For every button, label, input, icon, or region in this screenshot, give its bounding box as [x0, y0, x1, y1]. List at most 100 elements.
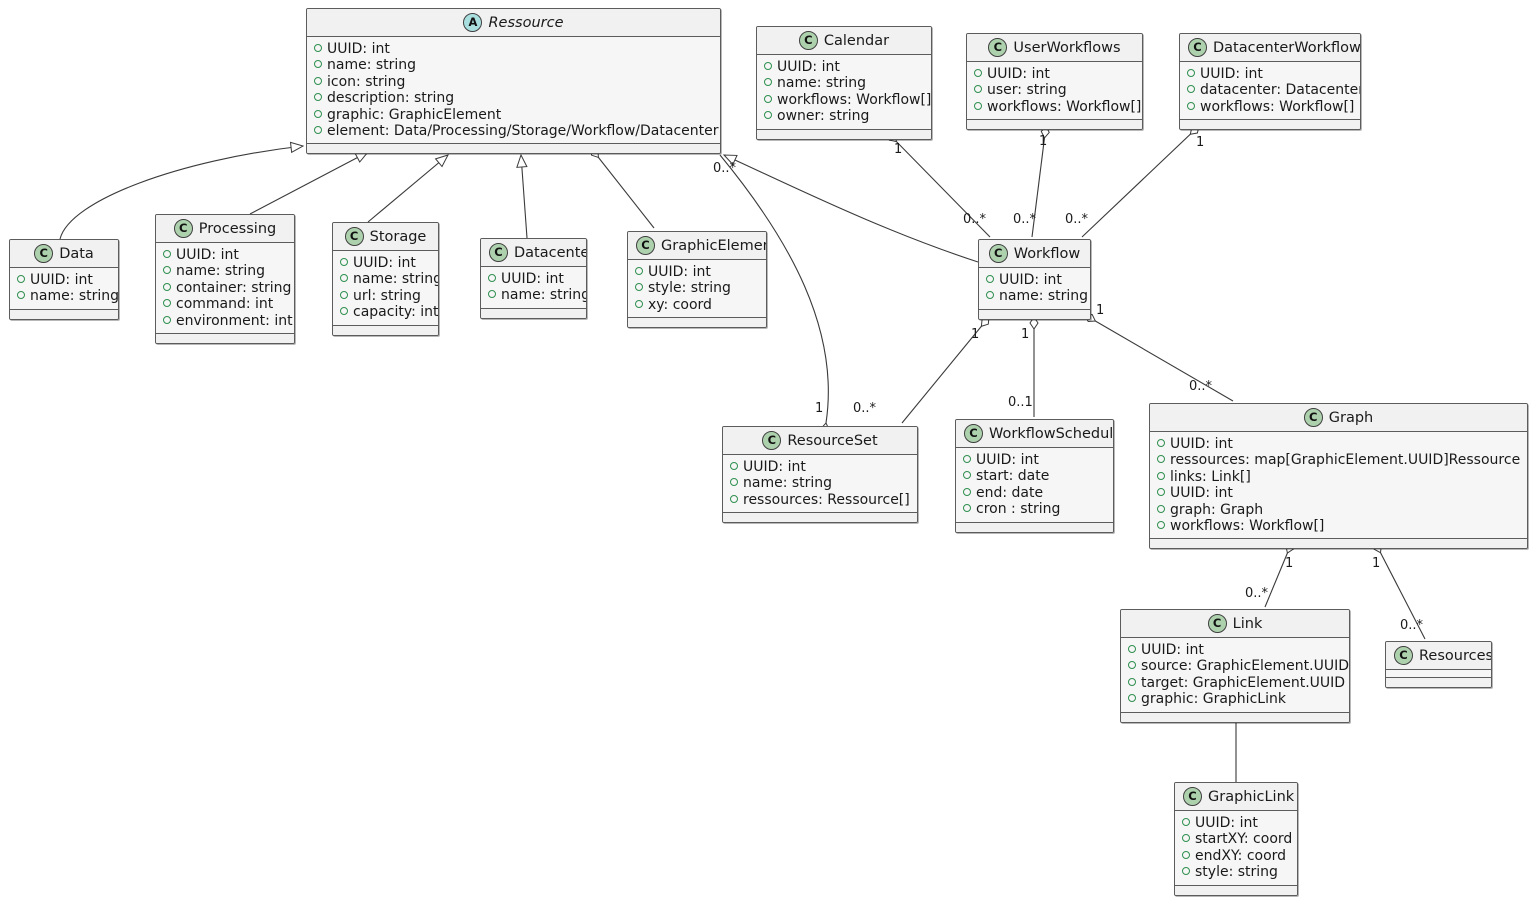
class-icon: C [636, 236, 655, 255]
visibility-public-icon [314, 109, 322, 118]
multiplicity-label: 0..* [1189, 379, 1213, 394]
visibility-public-icon [314, 93, 322, 102]
visibility-public-icon [1128, 645, 1136, 653]
class-methods [156, 334, 294, 344]
class-name: ResourceSet [787, 432, 878, 449]
attribute-label: user: string [987, 82, 1067, 99]
class-attribute: workflows: Workflow[] [764, 92, 931, 108]
attribute-label: description: string [327, 90, 455, 107]
visibility-public-icon [488, 290, 496, 299]
class-icon: C [988, 244, 1008, 263]
attribute-label: environment: int [176, 312, 293, 329]
class-methods [979, 309, 1090, 319]
visibility-public-icon [1182, 834, 1190, 843]
class-attribute: url: string [340, 288, 432, 304]
visibility-public-icon [1187, 85, 1195, 94]
attribute-label: end: date [976, 484, 1044, 501]
class-name: Graph [1328, 409, 1374, 426]
visibility-public-icon [1157, 488, 1165, 497]
class-attribute: UUID: int [963, 452, 1107, 468]
attribute-label: workflows: Workflow[] [1200, 98, 1355, 115]
class-name: Link [1232, 615, 1263, 632]
multiplicity-label: 0..* [1245, 586, 1269, 601]
class-attribute: endXY: coord [1182, 848, 1291, 864]
attribute-label: UUID: int [1170, 436, 1233, 452]
class-attribute: end: date [963, 485, 1107, 501]
visibility-public-icon [340, 307, 348, 316]
class-name: Workflow [1013, 245, 1081, 262]
attribute-label: graphic: GraphicElement [327, 106, 502, 123]
attribute-label: name: string [777, 75, 867, 92]
visibility-public-icon [974, 85, 982, 94]
class-attribute: UUID: int [1128, 642, 1343, 658]
visibility-public-icon [1182, 818, 1190, 826]
class-attribute: workflows: Workflow[] [1187, 99, 1354, 115]
edge-datacenter-ressource [516, 153, 528, 239]
attribute-label: UUID: int [648, 264, 711, 280]
visibility-public-icon [163, 266, 171, 275]
class-attribute: datacenter: Datacenter [1187, 82, 1360, 98]
attribute-label: datacenter: Datacenter [1200, 82, 1361, 99]
attribute-label: style: string [648, 280, 731, 297]
class-icon: C [1183, 787, 1202, 806]
class-methods [723, 513, 917, 523]
attribute-label: UUID: int [976, 452, 1039, 468]
class-name: WorkflowSchedule [989, 425, 1114, 442]
class-attribute: icon: string [314, 74, 714, 90]
class-methods [481, 308, 586, 318]
class-icon: C [34, 244, 54, 263]
attribute-label: UUID: int [501, 271, 564, 287]
abstract-class-icon: A [463, 13, 483, 32]
attribute-label: endXY: coord [1195, 847, 1287, 864]
visibility-public-icon [986, 291, 994, 300]
visibility-public-icon [163, 282, 171, 291]
edge-ressource-graphicelement [590, 147, 655, 229]
class-attribute: style: string [635, 280, 760, 296]
class-name: GraphicElement [661, 237, 767, 254]
class-attribute: startXY: coord [1182, 831, 1292, 847]
attribute-label: command: int [176, 296, 274, 313]
edge-storage-ressource [367, 154, 449, 223]
attribute-label: name: string [743, 475, 833, 492]
attribute-label: UUID: int [987, 66, 1050, 82]
class-attribute: UUID: int [986, 272, 1084, 288]
class-methods [333, 325, 438, 335]
attribute-label: container: string [176, 279, 292, 296]
edge-graph-link [1264, 541, 1294, 608]
visibility-public-icon [314, 76, 322, 85]
attribute-label: workflows: Workflow[] [1170, 518, 1325, 535]
class-attribute: name: string [17, 288, 118, 304]
class-attribute: target: GraphicElement.UUID [1128, 675, 1345, 691]
attribute-label: UUID: int [327, 41, 390, 57]
multiplicity-label: 0..* [1400, 618, 1424, 633]
attribute-label: name: string [176, 263, 266, 280]
class-header: C Workflow [979, 240, 1090, 268]
visibility-public-icon [1157, 521, 1165, 530]
visibility-public-icon [1128, 661, 1136, 670]
